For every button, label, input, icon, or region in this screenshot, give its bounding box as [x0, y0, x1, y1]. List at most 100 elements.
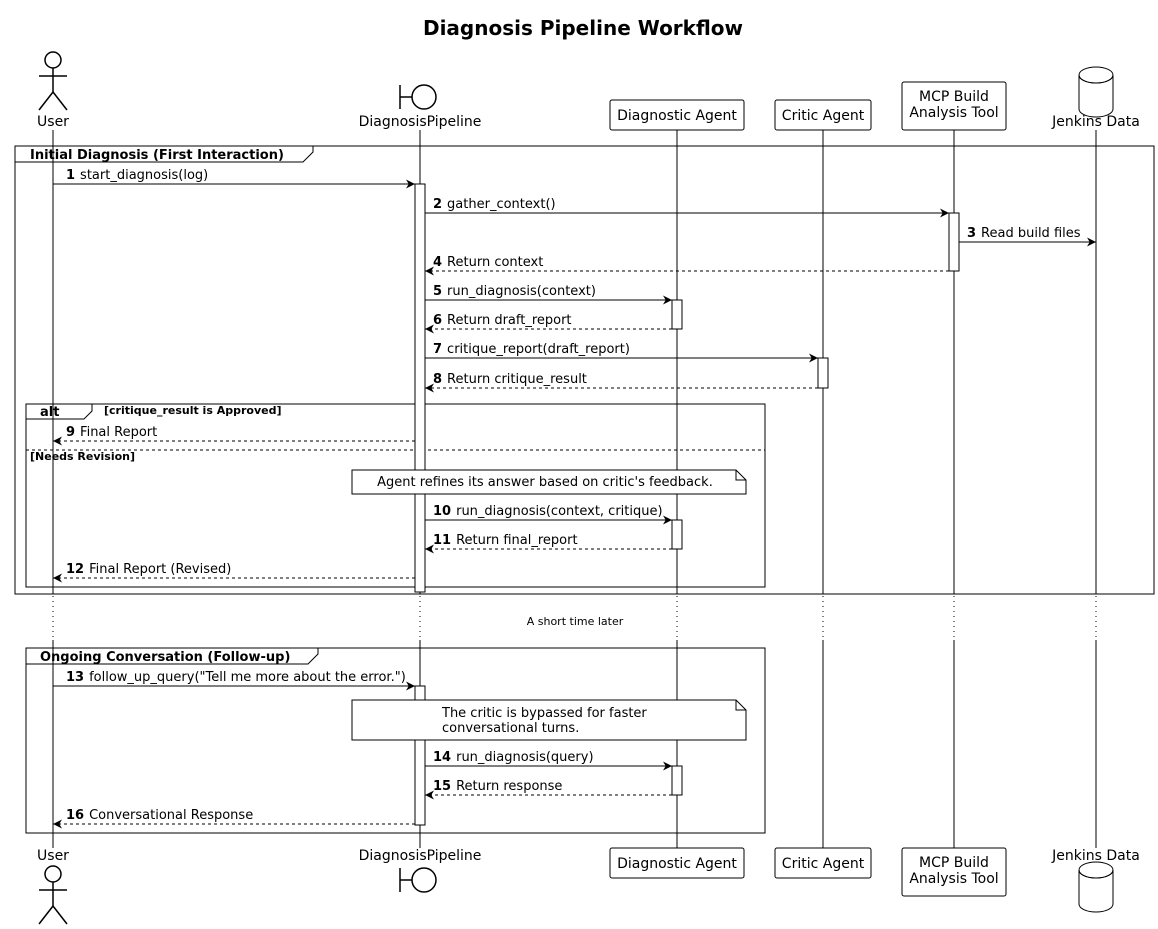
message-text: Return response [456, 779, 562, 794]
group-followup-frame: Ongoing Conversation (Follow-up) [25, 647, 766, 834]
participant-jenkins-label: Jenkins Data [1051, 848, 1140, 864]
message-label: 2 gather_context() [433, 197, 556, 212]
message-label: 7 critique_report(draft_report) [433, 342, 630, 357]
message-text: start_diagnosis(log) [80, 168, 208, 183]
message-number: 8 [433, 372, 442, 387]
message-number: 2 [433, 197, 442, 212]
participant-mcp-label: Analysis Tool [909, 871, 998, 887]
participant-pipeline-bottom: DiagnosisPipeline [359, 848, 481, 893]
message-14: 14 run_diagnosis(query) [425, 750, 672, 771]
boundary-icon [399, 867, 437, 893]
participant-critic-bottom: Critic Agent [774, 847, 872, 879]
participants: UserUserDiagnosisPipelineDiagnosisPipeli… [37, 51, 1140, 925]
message-number: 14 [433, 750, 451, 765]
participant-user-bottom: User [37, 848, 69, 925]
message-text: gather_context() [447, 197, 556, 212]
message-number: 10 [433, 504, 451, 519]
message-16: 16 Conversational Response [53, 808, 415, 829]
message-label: 1 start_diagnosis(log) [66, 168, 208, 183]
message-number: 5 [433, 284, 442, 299]
message-number: 7 [433, 342, 442, 357]
message-text: follow_up_query("Tell me more about the … [89, 670, 406, 685]
message-label: 5 run_diagnosis(context) [433, 284, 596, 299]
participant-mcp-label: Analysis Tool [909, 105, 998, 121]
message-number: 3 [967, 226, 976, 241]
message-text: critique_report(draft_report) [447, 342, 630, 357]
alt-else-guard: [Needs Revision] [30, 450, 135, 463]
activation-diag-3 [671, 765, 683, 796]
actor-icon [38, 51, 68, 111]
message-number: 13 [66, 670, 84, 685]
message-text: Return context [447, 255, 543, 270]
participant-critic-top: Critic Agent [774, 99, 872, 131]
message-label: 3 Read build files [967, 226, 1081, 241]
message-text: Return critique_result [447, 372, 587, 387]
alt-label: alt [40, 405, 59, 420]
message-number: 4 [433, 255, 442, 270]
message-3: 3 Read build files [959, 226, 1096, 247]
message-1: 1 start_diagnosis(log) [53, 168, 415, 189]
message-number: 16 [66, 808, 84, 823]
participant-diag-bottom: Diagnostic Agent [609, 847, 745, 879]
message-2: 2 gather_context() [425, 197, 949, 218]
alt-guard: [critique_result is Approved] [104, 404, 281, 417]
message-text: run_diagnosis(context) [447, 284, 596, 299]
message-text: Conversational Response [89, 808, 253, 823]
database-icon [1078, 861, 1114, 913]
message-number: 11 [433, 533, 451, 548]
message-text: Read build files [981, 226, 1081, 241]
message-15: 15 Return response [425, 779, 672, 800]
note-bypass-text-2: conversational turns. [442, 721, 579, 736]
delay-text: A short time later [527, 615, 624, 628]
participant-pipeline-label: DiagnosisPipeline [359, 114, 482, 130]
message-number: 15 [433, 779, 451, 794]
boundary-icon [399, 84, 437, 110]
group-followup-label: Ongoing Conversation (Follow-up) [40, 650, 290, 665]
message-8: 8 Return critique_result [425, 372, 818, 393]
message-number: 12 [66, 562, 84, 577]
message-label: 10 run_diagnosis(context, critique) [433, 504, 663, 519]
actor-icon [38, 865, 68, 925]
message-text: Final Report (Revised) [89, 562, 231, 577]
participant-mcp-label: MCP Build [919, 855, 989, 871]
participant-critic-label: Critic Agent [782, 856, 865, 872]
note-refine-text: Agent refines its answer based on critic… [377, 475, 713, 490]
group-initial-frame: Initial Diagnosis (First Interaction) [14, 145, 1155, 595]
message-5: 5 run_diagnosis(context) [425, 284, 672, 305]
participant-mcp-label: MCP Build [919, 89, 989, 105]
activation-bars [414, 183, 960, 826]
message-number: 1 [66, 168, 75, 183]
note-bypass-text-1: The critic is bypassed for faster [441, 706, 647, 721]
message-label: 14 run_diagnosis(query) [433, 750, 594, 765]
participant-user-top: User [37, 51, 69, 130]
message-12: 12 Final Report (Revised) [53, 562, 415, 583]
note-refine: Agent refines its answer based on critic… [351, 469, 747, 495]
message-number: 6 [433, 313, 442, 328]
diagram-title: Diagnosis Pipeline Workflow [423, 16, 743, 40]
message-label: 16 Conversational Response [66, 808, 253, 823]
message-label: 4 Return context [433, 255, 543, 270]
message-label: 15 Return response [433, 779, 562, 794]
message-label: 8 Return critique_result [433, 372, 587, 387]
alt-frame: alt [critique_result is Approved] [Needs… [25, 403, 766, 588]
database-icon [1078, 66, 1114, 118]
activation-mcp [948, 212, 960, 272]
message-text: run_diagnosis(query) [456, 750, 593, 765]
message-label: 12 Final Report (Revised) [66, 562, 231, 577]
participant-diag-label: Diagnostic Agent [617, 108, 737, 124]
participant-pipeline-top: DiagnosisPipeline [359, 84, 482, 130]
participant-jenkins-bottom: Jenkins Data [1051, 848, 1140, 913]
message-text: run_diagnosis(context, critique) [456, 504, 662, 519]
message-7: 7 critique_report(draft_report) [425, 342, 818, 363]
message-10: 10 run_diagnosis(context, critique) [425, 504, 672, 525]
participant-jenkins-top: Jenkins Data [1051, 66, 1140, 130]
message-number: 9 [66, 425, 75, 440]
activation-pipeline-1 [414, 183, 426, 593]
